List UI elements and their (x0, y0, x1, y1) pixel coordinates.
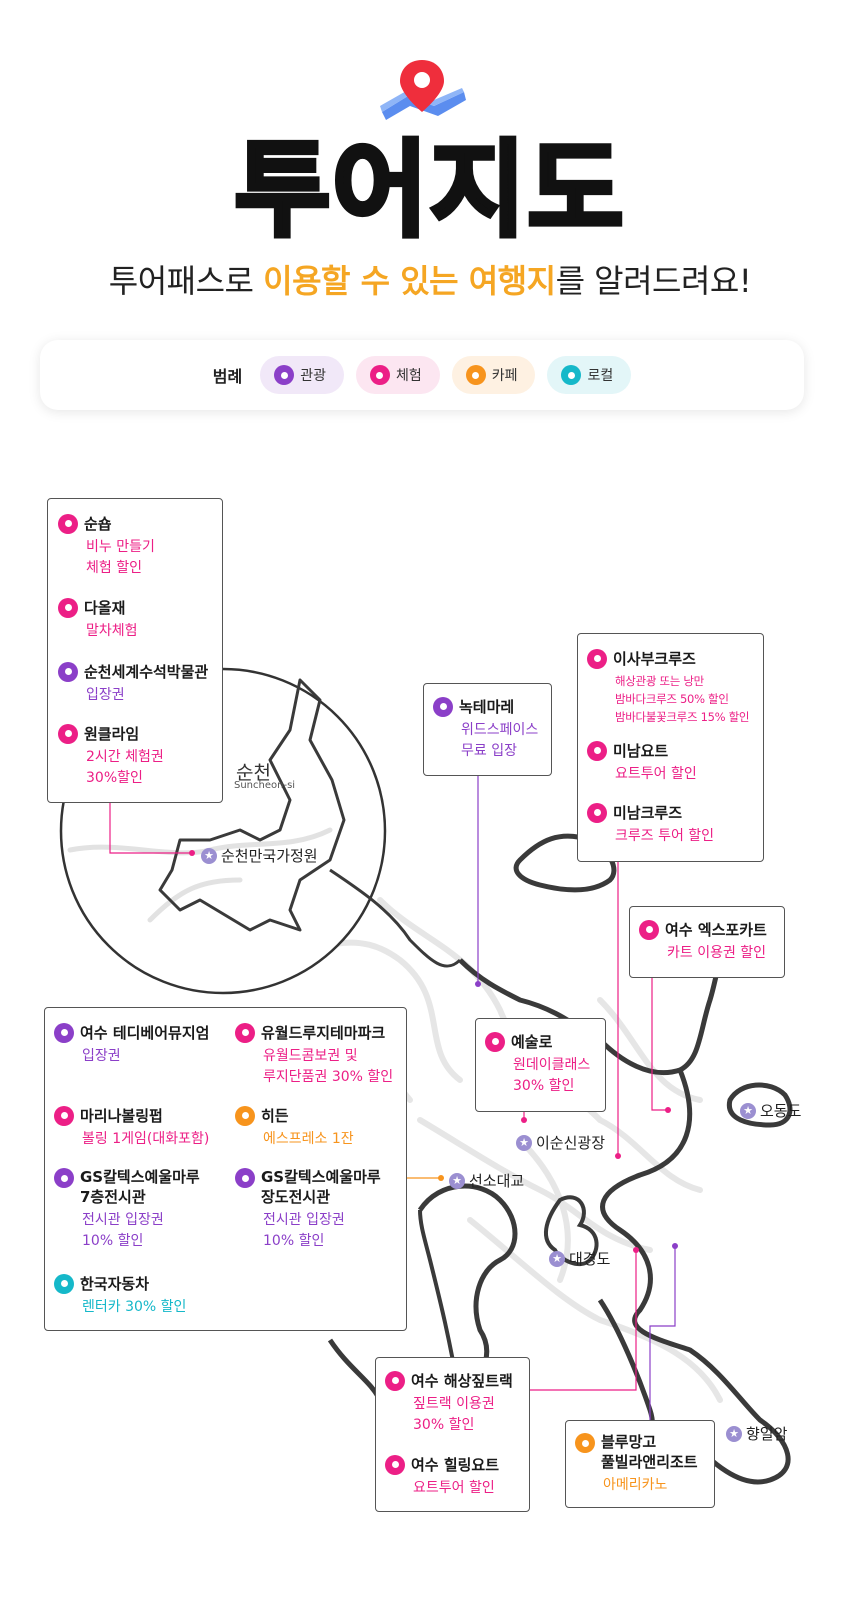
place-suncheon-garden[interactable]: ★순천만국가정원 (201, 845, 318, 866)
expo-kart-info-box: 여수 엑스포카트 카트 이용권 할인 (629, 906, 785, 978)
pin-icon (54, 1168, 74, 1188)
yeosu-info-box: 여수 테디베어뮤지엄 입장권 유월드루지테마파크 유월드콤보권 및 루지단품권 … (44, 1007, 407, 1331)
entry-daoljae[interactable]: 다올재 말차체험 (58, 597, 138, 642)
entry-uworld-luge[interactable]: 유월드루지테마파크 유월드콤보권 및 루지단품권 30% 할인 (235, 1022, 393, 1088)
pin-icon (54, 1105, 74, 1126)
page-subtitle: 투어패스로 이용할 수 있는 여행지를 알려드려요! (108, 262, 752, 300)
isabu-info-box: 이사부크루즈 해상관광 또는 낭만 밤바다크루즈 50% 할인 밤바다불꽃크루즈… (577, 633, 764, 862)
entry-gs-jangdo-gallery[interactable]: GS칼텍스예울마루 장도전시관 전시관 입장권 10% 할인 (235, 1167, 381, 1252)
star-icon: ★ (516, 1134, 532, 1151)
city-name-english: Suncheon-si (234, 780, 296, 791)
entry-sea-zipline[interactable]: 여수 해상짚트랙 짚트랙 이용권 30% 할인 (385, 1370, 513, 1436)
pin-icon (54, 1273, 74, 1294)
entry-sunshop[interactable]: 순숍 비누 만들기 체험 할인 (58, 513, 155, 579)
legend: 범례 관광 체험 카페 로컬 (40, 340, 804, 410)
entry-isabu-cruise[interactable]: 이사부크루즈 해상관광 또는 낭만 밤바다크루즈 50% 할인 밤바다불꽃크루즈… (587, 648, 749, 726)
entry-teddybear-museum[interactable]: 여수 테디베어뮤지엄 입장권 (54, 1022, 209, 1067)
place-daegyeongdo[interactable]: ★대경도 (549, 1248, 610, 1269)
pin-icon (575, 1433, 595, 1453)
noktemare-info-box: 녹테마레 위드스페이스 무료 입장 (423, 683, 552, 776)
place-odongdo[interactable]: ★오동도 (740, 1100, 801, 1121)
pin-icon (235, 1105, 255, 1126)
pin-icon (433, 696, 453, 717)
map-pin-icon (380, 60, 466, 120)
pin-icon (58, 513, 78, 534)
entry-suncheon-stone-museum[interactable]: 순천세계수석박물관 입장권 (58, 661, 208, 706)
entry-oneclimb[interactable]: 원클라임 2시간 체험권 30%할인 (58, 723, 164, 789)
star-icon: ★ (740, 1102, 756, 1119)
yesullo-info-box: 예술로 원데이클래스 30% 할인 (475, 1018, 606, 1112)
pin-icon (54, 1022, 74, 1043)
zipline-info-box: 여수 해상짚트랙 짚트랙 이용권 30% 할인 여수 힐링요트 요트투어 할인 (375, 1357, 530, 1512)
entry-hankook-rentcar[interactable]: 한국자동차 렌터카 30% 할인 (54, 1273, 186, 1318)
pin-icon (58, 597, 78, 618)
pin-icon (561, 365, 582, 385)
pin-icon (369, 365, 390, 385)
legend-item-tour: 관광 (260, 356, 344, 394)
bluemango-info-box: 블루망고 풀빌라앤리조트 아메리카노 (565, 1420, 715, 1508)
star-icon: ★ (549, 1250, 565, 1267)
suncheon-info-box: 순숍 비누 만들기 체험 할인 다올재 말차체험 순천세계수석박물관 입장권 원… (47, 498, 223, 803)
pin-icon (639, 919, 659, 940)
entry-marina-bowling[interactable]: 마리나볼링펍 볼링 1게임(대화포함) (54, 1105, 209, 1150)
pin-icon (274, 365, 295, 385)
pin-icon (587, 802, 607, 823)
place-hyangilam[interactable]: ★향일암 (726, 1423, 787, 1444)
entry-minam-cruise[interactable]: 미남크루즈 크루즈 투어 할인 (587, 802, 714, 847)
pin-icon (385, 1370, 405, 1391)
pin-icon (58, 723, 78, 744)
entry-healing-yacht[interactable]: 여수 힐링요트 요트투어 할인 (385, 1454, 499, 1499)
place-isunsin-square[interactable]: ★이순신광장 (516, 1132, 605, 1153)
city-name: 순천 (236, 762, 271, 784)
star-icon: ★ (449, 1172, 465, 1189)
pin-icon (465, 365, 486, 385)
legend-item-local: 로컬 (547, 356, 632, 394)
entry-noktemare[interactable]: 녹테마레 위드스페이스 무료 입장 (433, 696, 538, 762)
pin-icon (587, 648, 607, 669)
entry-yesullo[interactable]: 예술로 원데이클래스 30% 할인 (485, 1031, 590, 1097)
pin-icon (235, 1022, 255, 1043)
pin-icon (58, 661, 78, 682)
place-seonso-bridge[interactable]: ★선소대교 (449, 1170, 524, 1191)
pin-icon (235, 1168, 255, 1188)
pin-icon (485, 1031, 505, 1052)
star-icon: ★ (726, 1425, 742, 1442)
star-icon: ★ (201, 847, 217, 864)
entry-bluemango[interactable]: 블루망고 풀빌라앤리조트 아메리카노 (575, 1432, 698, 1496)
entry-hidden-cafe[interactable]: 히든 에스프레소 1잔 (235, 1105, 354, 1150)
legend-item-cafe: 카페 (451, 356, 536, 394)
pin-icon (587, 740, 607, 761)
entry-expo-kart[interactable]: 여수 엑스포카트 카트 이용권 할인 (639, 919, 767, 964)
pin-icon (385, 1454, 405, 1475)
entry-minam-yacht[interactable]: 미남요트 요트투어 할인 (587, 740, 697, 785)
legend-title: 범례 (212, 367, 243, 386)
page-title: 투어지도 (232, 129, 626, 251)
entry-gs-7f-gallery[interactable]: GS칼텍스예울마루 7층전시관 전시관 입장권 10% 할인 (54, 1167, 200, 1252)
legend-item-experience: 체험 (355, 356, 440, 394)
